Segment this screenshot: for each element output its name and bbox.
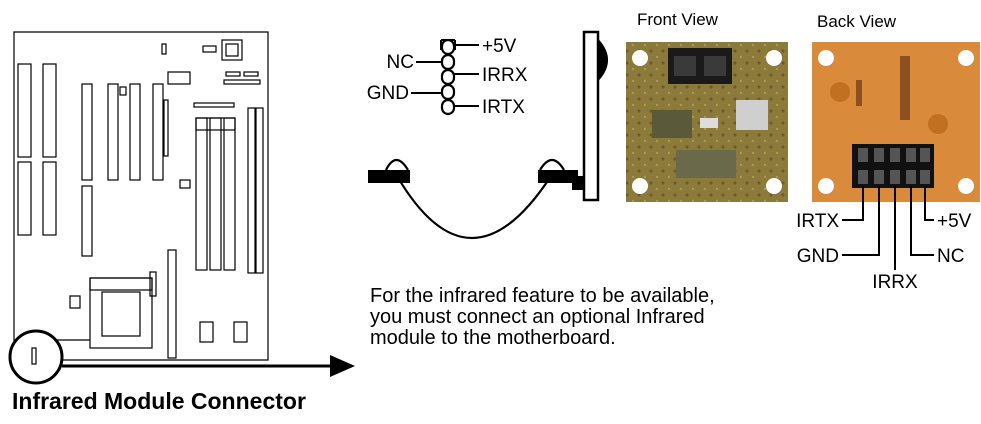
cpu-socket (89, 277, 153, 349)
pin-label-5v: +5V (482, 36, 517, 57)
note-line: For the infrared feature to be available… (370, 285, 715, 307)
back-pin-label-irrx: IRRX (872, 272, 918, 293)
header-pin-diagram: +5V NC IRRX GND IRTX (367, 36, 528, 118)
header-pin (440, 38, 456, 56)
back-pin-label-5v: +5V (937, 211, 972, 232)
back-pin-label-irtx: IRTX (796, 211, 839, 232)
motherboard (13, 31, 269, 361)
module-side-view (368, 30, 608, 240)
pin-label-irrx: IRRX (482, 65, 528, 86)
pin-label-irtx: IRTX (482, 97, 525, 118)
memory-slot (209, 117, 222, 271)
pin-label-gnd: GND (367, 83, 409, 104)
board-connector (31, 347, 37, 365)
module-back-photo (812, 42, 980, 202)
cable-connector-right (538, 170, 578, 183)
memory-slot (195, 117, 208, 271)
cable-connector-left (368, 170, 410, 183)
memory-slot (223, 117, 236, 271)
header-pin (440, 83, 456, 101)
back-view-label: Back View (817, 12, 897, 31)
header-pin (440, 68, 456, 86)
back-pin-label-gnd: GND (797, 246, 839, 267)
note-line: module to the motherboard. (370, 327, 616, 349)
front-view-label: Front View (637, 10, 718, 29)
note-line: you must connect an optional Infrared (370, 306, 705, 328)
header-pin (440, 98, 456, 116)
pci-slot (81, 185, 93, 257)
pin-label-nc: NC (387, 52, 414, 73)
module-front-photo (626, 42, 788, 202)
header-pin (440, 53, 456, 71)
pci-slot (107, 83, 119, 181)
back-pin-leaders (842, 186, 934, 270)
instruction-note: For the infrared feature to be available… (370, 286, 790, 349)
back-pin-label-nc: NC (937, 246, 964, 267)
pointer-arrow (62, 355, 355, 377)
chip (221, 39, 243, 61)
pci-slot (81, 83, 93, 181)
figure-caption: Infrared Module Connector (12, 388, 306, 414)
pci-slot (152, 83, 164, 181)
pci-slot (129, 83, 141, 181)
